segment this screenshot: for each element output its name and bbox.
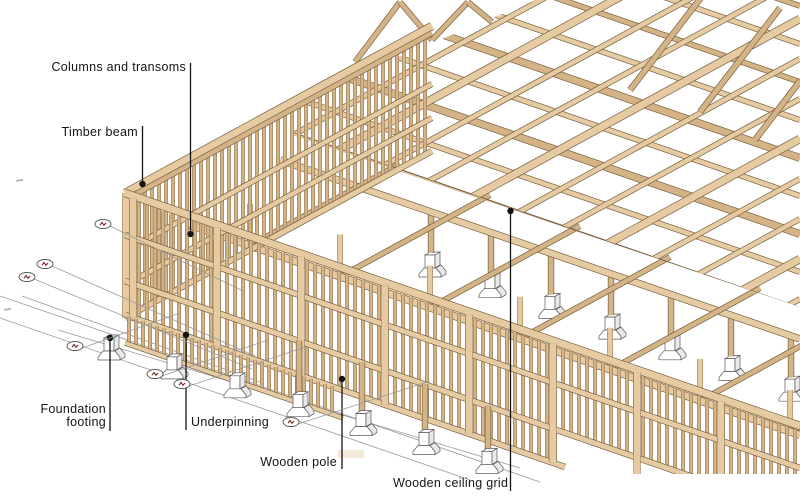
leader-dot — [139, 180, 146, 188]
grid-reference-bubble — [94, 218, 246, 293]
grid-reference-bubble — [146, 339, 269, 380]
label-wooden-ceiling-grid: Wooden ceiling grid — [393, 476, 509, 490]
grid-reference-bubble — [18, 271, 253, 370]
leader-dot — [182, 331, 190, 339]
grid-reference-line — [81, 312, 181, 349]
foundation-footing-shape — [223, 372, 252, 399]
grid-reference-line — [33, 278, 253, 370]
bubble-mark — [151, 371, 159, 377]
foundation-footing-shape — [349, 409, 378, 437]
grid-reference-bubble — [173, 346, 306, 390]
roof-truss-braces — [352, 0, 494, 64]
grid-reference-bubble — [66, 312, 181, 352]
grid-reference-line — [297, 380, 431, 425]
foundation-footing-shape — [412, 428, 441, 456]
grid-reference-bubbles — [18, 218, 431, 428]
label-timber-beam: Timber beam — [61, 125, 138, 139]
grid-reference-bubble — [282, 380, 431, 428]
label-foundation-footing: Foundation footing — [40, 402, 106, 429]
bubble-mark — [287, 419, 295, 425]
dimension-tick — [3, 308, 12, 311]
label-underpinning: Underpinning — [191, 415, 269, 429]
bubble-mark — [23, 274, 31, 280]
leader-columns-and-transoms — [187, 63, 194, 238]
foundation-footing-shape — [97, 334, 126, 361]
leader-dot — [187, 230, 194, 238]
grid-reference-line — [51, 265, 256, 357]
foundation-footing-shape — [286, 391, 315, 418]
bubble-mark — [99, 221, 107, 227]
label-columns-and-transoms: Columns and transoms — [51, 60, 186, 74]
leader-wooden-ceiling-grid — [507, 207, 514, 491]
grid-reference-line — [109, 225, 246, 293]
grid-reference-line — [161, 339, 269, 377]
foundation-footing-shape — [160, 353, 189, 380]
leader-wooden-pole — [338, 375, 346, 469]
watermark-smudge — [338, 450, 364, 458]
foundation-footing-shape — [418, 251, 447, 278]
leader-timber-beam — [139, 126, 146, 188]
bubble-mark — [71, 343, 79, 349]
foundation-footing-shape — [475, 447, 504, 475]
dimension-tick — [16, 179, 24, 182]
bubble-mark — [178, 381, 186, 387]
grid-reference-line — [188, 346, 306, 387]
bubble-mark — [41, 261, 49, 267]
label-wooden-pole: Wooden pole — [260, 455, 337, 469]
leader-dot — [338, 375, 346, 383]
leader-dot — [507, 207, 514, 215]
end-wall-columns-and-transoms — [122, 22, 435, 321]
grid-reference-bubble — [36, 258, 256, 357]
